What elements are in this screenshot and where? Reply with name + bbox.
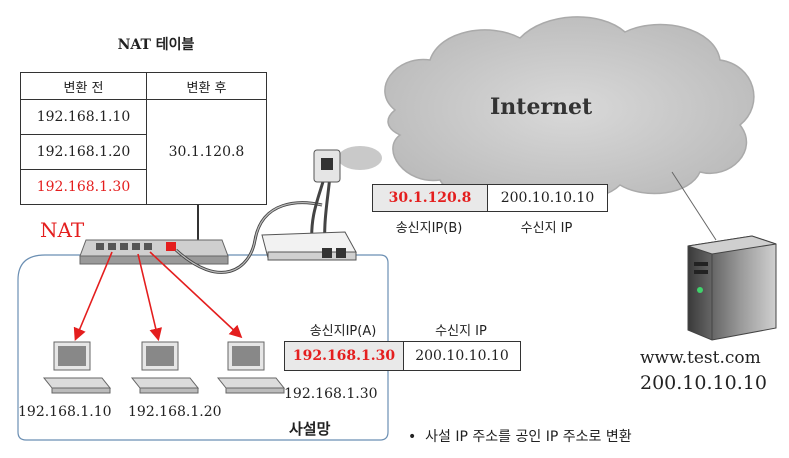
public-dst-caption: 수신지 IP xyxy=(520,221,573,236)
private-packet: 192.168.1.30 200.10.10.10 xyxy=(284,341,521,371)
server-ip: 200.10.10.10 xyxy=(640,372,767,394)
wall-socket-icon xyxy=(313,149,341,183)
nat-label: NAT xyxy=(40,218,85,242)
nat-header-before: 변환 전 xyxy=(20,72,147,100)
pc2-icon xyxy=(130,341,200,394)
internet-cloud xyxy=(384,16,755,202)
pc3-ip: 192.168.1.30 xyxy=(284,386,378,402)
nat-row-2: 192.168.1.20 xyxy=(20,134,147,170)
bullet-text: 사설 IP 주소를 공인 IP 주소로 변환 xyxy=(425,429,632,445)
nat-translated-ip: 30.1.120.8 xyxy=(146,99,267,205)
public-packet-src: 30.1.120.8 xyxy=(373,185,488,211)
pc1-icon xyxy=(42,341,112,394)
server-hostname: www.test.com xyxy=(640,348,761,368)
pc3-icon xyxy=(216,341,286,394)
server-icon xyxy=(687,235,777,341)
arrow-to-pc1 xyxy=(73,251,113,341)
modem-icon xyxy=(261,231,357,261)
bullet-dot: • xyxy=(408,429,426,445)
public-packet-dst: 200.10.10.10 xyxy=(500,190,595,206)
bullet-note: • 사설 IP 주소를 공인 IP 주소로 변환 xyxy=(408,426,632,446)
arrow-to-pc2 xyxy=(137,253,163,342)
private-network-label: 사설망 xyxy=(289,420,331,438)
internet-label: Internet xyxy=(490,94,593,120)
public-src-caption: 송신지IP(B) xyxy=(395,221,463,236)
nat-header-after: 변환 후 xyxy=(146,72,267,100)
pc2-ip: 192.168.1.20 xyxy=(128,404,222,420)
nat-table-title: NAT 테이블 xyxy=(117,37,195,53)
cloud-bubble xyxy=(338,146,382,170)
private-packet-dst: 200.10.10.10 xyxy=(415,348,509,364)
internet-server-link xyxy=(671,171,717,241)
pc1-ip: 192.168.1.10 xyxy=(18,404,112,420)
nat-table: 변환 전 변환 후 192.168.1.10 30.1.120.8 192.16… xyxy=(20,72,267,205)
arrow-to-pc3 xyxy=(149,251,243,339)
nat-row-3: 192.168.1.30 xyxy=(20,169,147,205)
public-packet: 30.1.120.8 200.10.10.10 xyxy=(372,184,608,212)
private-dst-caption: 수신지 IP xyxy=(435,324,487,339)
private-lan-boundary xyxy=(17,254,389,441)
private-src-caption: 송신지IP(A) xyxy=(309,324,377,339)
nat-row-1: 192.168.1.10 xyxy=(20,99,147,135)
router-icon xyxy=(79,239,229,265)
private-packet-src: 192.168.1.30 xyxy=(285,342,404,370)
